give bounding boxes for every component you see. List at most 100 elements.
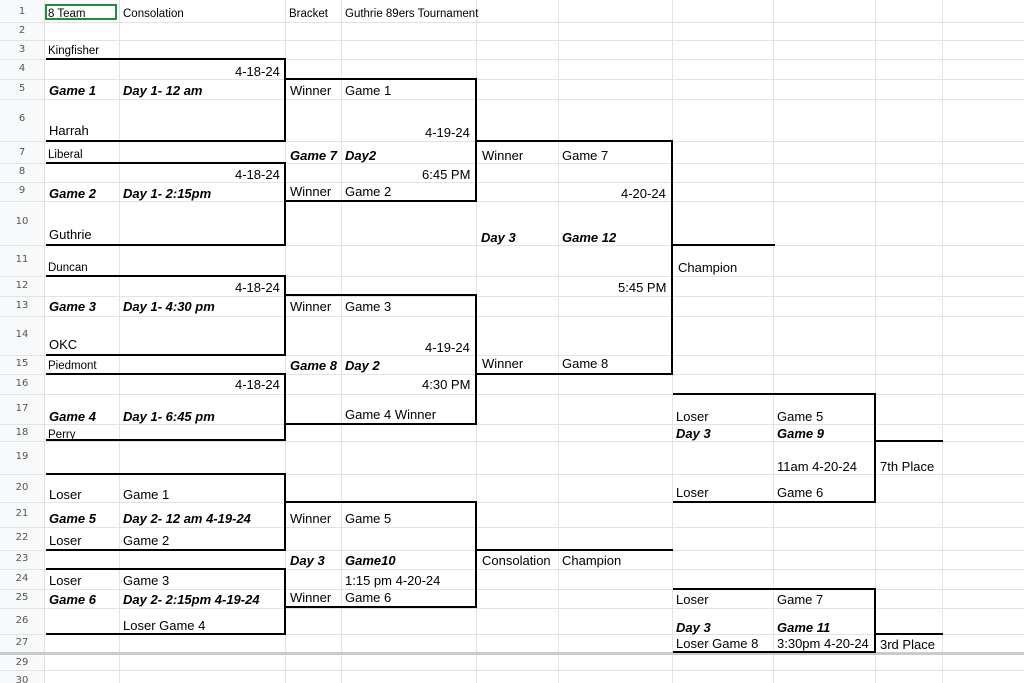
time-cell[interactable]: 3:30pm 4-20-24 bbox=[777, 636, 869, 651]
game-cell[interactable]: Game 9 bbox=[777, 426, 824, 441]
time-cell[interactable]: Day 1- 12 am bbox=[123, 83, 203, 98]
text-cell[interactable]: Winner bbox=[482, 356, 524, 371]
row-number[interactable]: 29 bbox=[15, 657, 29, 668]
game-cell[interactable]: Game 4 bbox=[49, 409, 96, 424]
text-cell[interactable]: Loser bbox=[676, 485, 709, 500]
team-cell[interactable]: Liberal bbox=[48, 149, 83, 161]
text-cell[interactable]: Loser bbox=[49, 533, 82, 548]
day-cell[interactable]: Day 3 bbox=[676, 620, 711, 635]
row-number[interactable]: 27 bbox=[15, 637, 29, 648]
row-number[interactable]: 13 bbox=[15, 300, 29, 311]
row-number[interactable]: 6 bbox=[18, 113, 26, 124]
text-cell[interactable]: Game 7 bbox=[777, 592, 824, 607]
row-number[interactable]: 14 bbox=[15, 329, 29, 340]
day-cell[interactable]: Day 3 bbox=[481, 230, 516, 245]
date-cell[interactable]: 4-20-24 bbox=[621, 186, 666, 201]
text-cell[interactable]: Game 4 Winner bbox=[345, 407, 437, 422]
text-cell[interactable]: Winner bbox=[290, 83, 332, 98]
game-cell[interactable]: Game 2 bbox=[49, 186, 96, 201]
row-number[interactable]: 18 bbox=[15, 427, 29, 438]
date-cell[interactable]: 4-18-24 bbox=[235, 64, 280, 79]
row-number[interactable]: 30 bbox=[15, 675, 29, 683]
time-cell[interactable]: 5:45 PM bbox=[618, 280, 667, 295]
team-cell[interactable]: Guthrie bbox=[49, 227, 92, 242]
row-number[interactable]: 17 bbox=[15, 403, 29, 414]
time-cell[interactable]: 6:45 PM bbox=[422, 167, 471, 182]
row-number[interactable]: 5 bbox=[18, 83, 26, 94]
text-cell[interactable]: Game 6 bbox=[345, 590, 392, 605]
text-cell[interactable]: Game 3 bbox=[345, 299, 392, 314]
text-cell[interactable]: Loser bbox=[676, 592, 709, 607]
row-number[interactable]: 4 bbox=[18, 63, 26, 74]
row-number[interactable]: 7 bbox=[18, 147, 26, 158]
row-number[interactable]: 16 bbox=[15, 378, 29, 389]
day-cell[interactable]: Day 3 bbox=[290, 553, 325, 568]
time-cell[interactable]: Day 2- 2:15pm 4-19-24 bbox=[123, 592, 260, 607]
date-cell[interactable]: 4-18-24 bbox=[235, 377, 280, 392]
text-cell[interactable]: Game 7 bbox=[562, 148, 609, 163]
text-cell[interactable]: Game 1 bbox=[345, 83, 392, 98]
row-number[interactable]: 20 bbox=[15, 482, 29, 493]
cell-d1[interactable]: Guthrie 89ers Tournament bbox=[345, 8, 479, 20]
text-cell[interactable]: Game 1 bbox=[123, 487, 170, 502]
game-cell[interactable]: Game 12 bbox=[562, 230, 617, 245]
row-number[interactable]: 12 bbox=[15, 280, 29, 291]
cell-b1[interactable]: Consolation bbox=[123, 8, 184, 20]
text-cell[interactable]: Game 5 bbox=[345, 511, 392, 526]
text-cell[interactable]: Game 2 bbox=[345, 184, 392, 199]
text-cell[interactable]: Loser Game 8 bbox=[676, 636, 759, 651]
team-cell[interactable]: Perry bbox=[48, 429, 76, 441]
date-cell[interactable]: 4-19-24 bbox=[425, 340, 470, 355]
row-number[interactable]: 10 bbox=[15, 216, 29, 227]
row-number[interactable]: 8 bbox=[18, 166, 26, 177]
text-cell[interactable]: Winner bbox=[290, 511, 332, 526]
text-cell[interactable]: Game 2 bbox=[123, 533, 170, 548]
team-cell[interactable]: OKC bbox=[49, 337, 78, 352]
row-number[interactable]: 2 bbox=[18, 25, 26, 36]
game-cell[interactable]: Game 7 bbox=[290, 148, 337, 163]
text-cell[interactable]: Champion bbox=[562, 553, 622, 568]
game-cell[interactable]: Game 1 bbox=[49, 83, 96, 98]
row-number[interactable]: 19 bbox=[15, 451, 29, 462]
time-cell[interactable]: 4:30 PM bbox=[422, 377, 471, 392]
time-cell[interactable]: 11am 4-20-24 bbox=[777, 459, 857, 474]
row-number[interactable]: 23 bbox=[15, 553, 29, 564]
time-cell[interactable]: 1:15 pm 4-20-24 bbox=[345, 573, 441, 588]
team-cell[interactable]: Kingfisher bbox=[48, 45, 100, 57]
game-cell[interactable]: Game 6 bbox=[49, 592, 96, 607]
row-number[interactable]: 1 bbox=[18, 6, 26, 17]
row-number[interactable]: 15 bbox=[15, 358, 29, 369]
row-number[interactable]: 22 bbox=[15, 532, 29, 543]
game-cell[interactable]: Game 11 bbox=[777, 620, 831, 635]
time-cell[interactable]: Day 2- 12 am 4-19-24 bbox=[123, 511, 251, 526]
date-cell[interactable]: 4-19-24 bbox=[425, 125, 470, 140]
row-number[interactable]: 26 bbox=[15, 615, 29, 626]
date-cell[interactable]: 4-18-24 bbox=[235, 280, 280, 295]
text-cell[interactable]: 7th Place bbox=[880, 459, 935, 474]
text-cell[interactable]: Consolation bbox=[482, 553, 551, 568]
text-cell[interactable]: Game 8 bbox=[562, 356, 609, 371]
text-cell[interactable]: Winner bbox=[290, 299, 332, 314]
text-cell[interactable]: Game 5 bbox=[777, 409, 824, 424]
row-number[interactable]: 3 bbox=[18, 44, 26, 55]
text-cell[interactable]: Winner bbox=[290, 590, 332, 605]
time-cell[interactable]: Day 1- 2:15pm bbox=[123, 186, 212, 201]
text-cell[interactable]: Loser Game 4 bbox=[123, 618, 206, 633]
text-cell[interactable]: Game 6 bbox=[777, 485, 824, 500]
cell-a1[interactable]: 8 Team bbox=[48, 8, 86, 20]
date-cell[interactable]: 4-18-24 bbox=[235, 167, 280, 182]
game-cell[interactable]: Game 5 bbox=[49, 511, 96, 526]
row-number[interactable]: 21 bbox=[15, 508, 29, 519]
cell-c1[interactable]: Bracket bbox=[289, 8, 328, 20]
team-cell[interactable]: Duncan bbox=[48, 262, 88, 274]
game-cell[interactable]: Game 8 bbox=[290, 358, 337, 373]
team-cell[interactable]: Harrah bbox=[49, 123, 89, 138]
row-number[interactable]: 25 bbox=[15, 592, 29, 603]
text-cell[interactable]: Loser bbox=[676, 409, 709, 424]
day-cell[interactable]: Day 2 bbox=[345, 358, 380, 373]
day-cell[interactable]: Day2 bbox=[345, 148, 377, 163]
game-cell[interactable]: Game 3 bbox=[49, 299, 96, 314]
time-cell[interactable]: Day 1- 4:30 pm bbox=[123, 299, 215, 314]
text-cell[interactable]: Game 3 bbox=[123, 573, 170, 588]
